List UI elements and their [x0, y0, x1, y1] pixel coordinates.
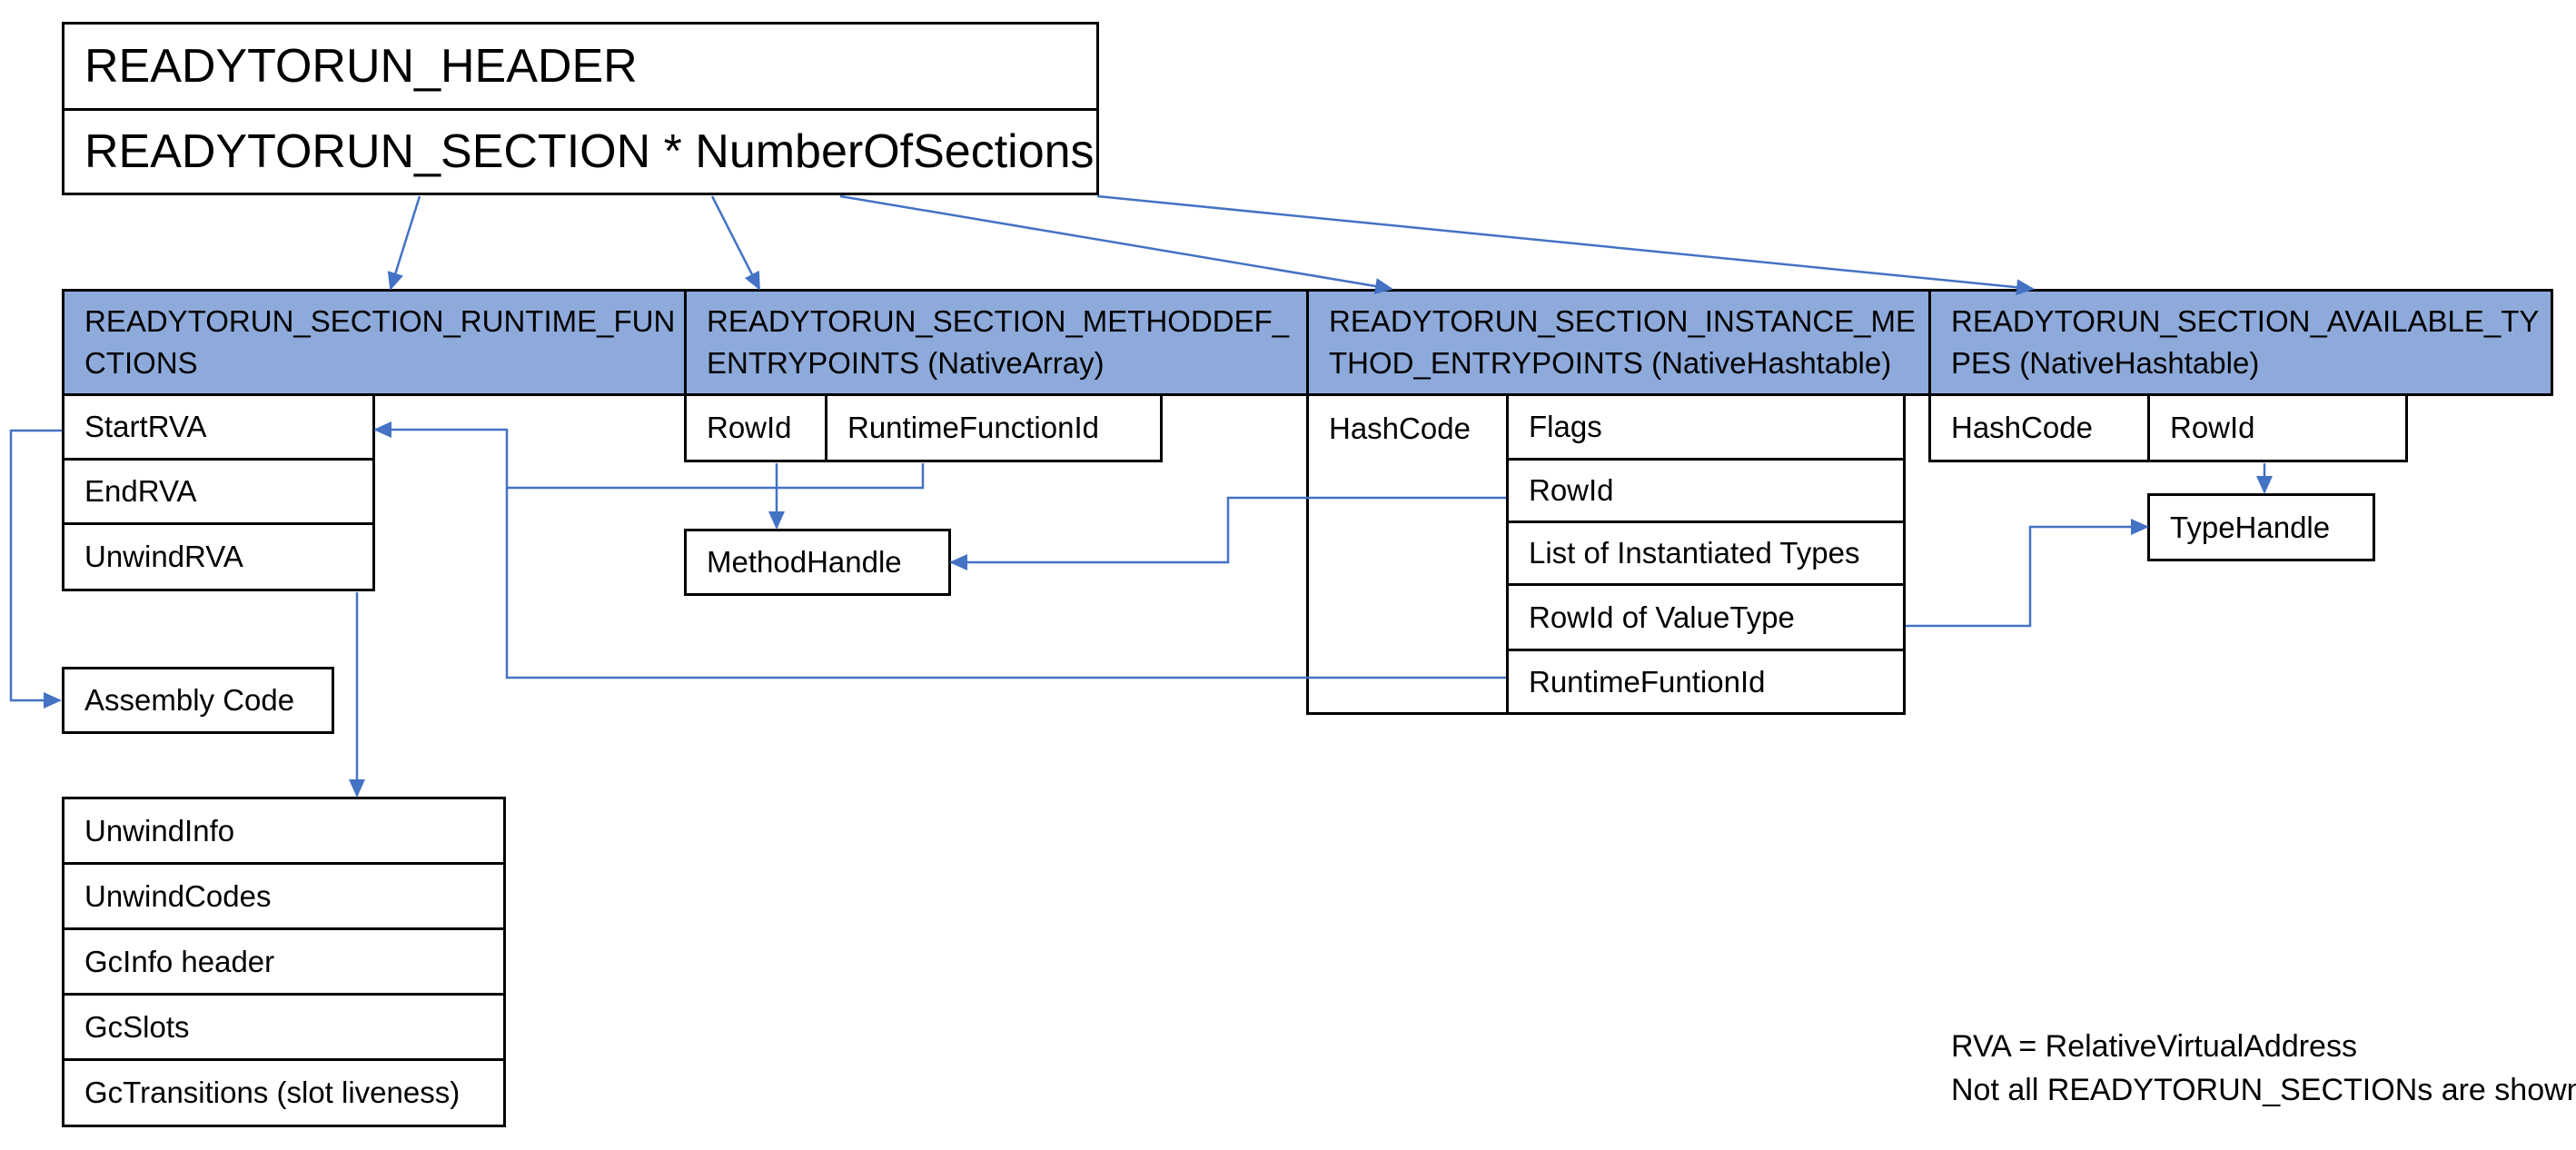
arrow-instance-rowid-to-methodhandle: [949, 496, 1506, 570]
instance-flags: Flags: [1506, 393, 1906, 461]
note-rva: RVA = RelativeVirtualAddress: [1951, 1029, 2357, 1064]
available-rowid: RowId: [2147, 393, 2408, 462]
gcinfo-header: GcInfo header: [62, 927, 506, 996]
arrow-to-available-types: [1096, 194, 2035, 296]
arrow-instance-rfid-to-startrva: [505, 488, 1506, 679]
methoddef-title-1: READYTORUN_SECTION_METHODDEF_: [707, 304, 1290, 338]
available-types-title-1: READYTORUN_SECTION_AVAILABLE_TY: [1951, 304, 2540, 338]
note-not-all-sections: Not all READYTORUN_SECTIONs are shown.: [1951, 1073, 2576, 1107]
readytorun-sections-box: READYTORUN_SECTION * NumberOfSections: [62, 108, 1099, 195]
runtime-functions-header: READYTORUN_SECTION_RUNTIME_FUN CTIONS: [62, 289, 687, 396]
instance-hashcode-label: HashCode: [1329, 411, 1471, 445]
instance-rowid-valuetype: RowId of ValueType: [1506, 583, 1906, 651]
instance-method-title-1: READYTORUN_SECTION_INSTANCE_ME: [1329, 304, 1917, 338]
runtime-functions-title-1: READYTORUN_SECTION_RUNTIME_FUN: [84, 304, 676, 338]
arrow-valuetype-to-typehandle: [1906, 519, 2149, 628]
arrow-to-methoddef: [710, 195, 761, 291]
methoddef-runtime-function-id: RuntimeFunctionId: [825, 393, 1163, 462]
available-hashcode: HashCode: [1928, 393, 2150, 462]
available-types-title-2: PES (NativeHashtable): [1951, 346, 2260, 380]
method-handle-box: MethodHandle: [684, 529, 951, 596]
arrow-startrva-to-assembly: [9, 429, 62, 709]
readytorun-header-label: READYTORUN_HEADER: [84, 40, 638, 93]
type-handle-box: TypeHandle: [2147, 493, 2375, 561]
runtime-functions-title-2: CTIONS: [84, 346, 198, 380]
readytorun-sections-label: READYTORUN_SECTION * NumberOfSections: [84, 125, 1095, 178]
unwind-info: UnwindInfo: [62, 797, 506, 865]
field-endrva: EndRVA: [62, 458, 375, 525]
unwind-codes: UnwindCodes: [62, 862, 506, 930]
instance-method-title-2: THOD_ENTRYPOINTS (NativeHashtable): [1329, 346, 1892, 380]
arrow-to-runtime-functions: [387, 195, 421, 291]
arrow-methoddef-rfid-to-startrva: [373, 421, 925, 490]
instance-instantiated-types: List of Instantiated Types: [1506, 520, 1906, 586]
assembly-code-box: Assembly Code: [62, 667, 334, 734]
instance-runtime-function-id: RuntimeFuntionId: [1506, 649, 1906, 715]
arrow-to-instance-method: [839, 194, 1393, 294]
instance-hashcode-column: HashCode: [1306, 393, 1509, 715]
gc-transitions: GcTransitions (slot liveness): [62, 1058, 506, 1127]
methoddef-title-2: ENTRYPOINTS (NativeArray): [707, 346, 1105, 380]
readytorun-header-box: READYTORUN_HEADER: [62, 22, 1099, 111]
gc-slots: GcSlots: [62, 993, 506, 1061]
field-unwindrva: UnwindRVA: [62, 522, 375, 591]
methoddef-rowid: RowId: [684, 393, 827, 462]
